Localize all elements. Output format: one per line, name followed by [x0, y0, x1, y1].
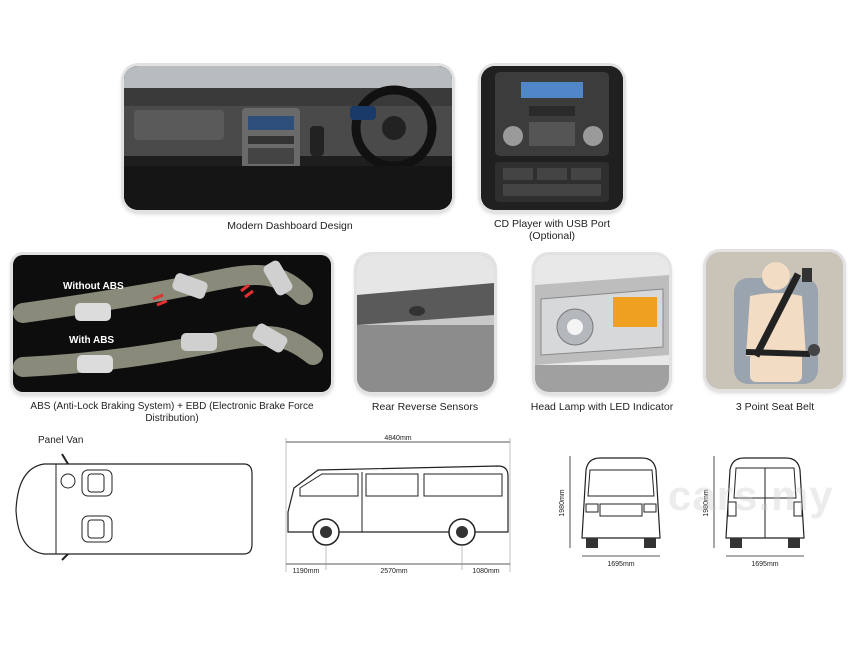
- rear-width-label: 1695mm: [751, 561, 778, 568]
- seat-belt-illustration: [706, 252, 843, 389]
- front-view-diagram: 1980mm 1695mm: [559, 456, 661, 568]
- head-lamp-caption: Head Lamp with LED Indicator: [530, 401, 674, 413]
- dashboard-caption: Modern Dashboard Design: [227, 220, 353, 232]
- head-lamp-photo: [535, 255, 669, 392]
- reverse-sensors-photo: [357, 255, 494, 392]
- abs-illustration: [13, 260, 323, 377]
- without-abs-label: Without ABS: [63, 281, 124, 292]
- wheelbase-label: 2570mm: [380, 568, 407, 575]
- rear-view-diagram: 1980mm 1695mm: [703, 456, 805, 568]
- reverse-sensors-caption: Rear Reverse Sensors: [371, 401, 479, 413]
- cd-player-caption-line2: (Optional): [528, 230, 576, 242]
- with-abs-label: With ABS: [69, 335, 115, 346]
- seat-belt-photo: [706, 252, 843, 389]
- panel-van-label: Panel Van: [38, 435, 84, 446]
- top-view-diagram: [15, 453, 253, 561]
- cd-player-caption-line1: CD Player with USB Port: [493, 218, 611, 230]
- abs-panel: Without ABS With ABS: [13, 255, 331, 392]
- rear-overhang-label: 1080mm: [472, 568, 499, 575]
- reverse-sensors-illustration: [357, 255, 494, 392]
- dashboard-photo: [124, 66, 452, 210]
- seat-belt-caption: 3 Point Seat Belt: [735, 401, 815, 413]
- front-width-label: 1695mm: [607, 561, 634, 568]
- overall-length-label: 4840mm: [384, 435, 411, 442]
- head-lamp-illustration: [535, 255, 669, 392]
- rear-height-label: 1980mm: [703, 489, 710, 516]
- front-overhang-label: 1190mm: [293, 568, 320, 575]
- cd-player-photo: [481, 66, 623, 210]
- side-view-diagram: 4840mm 1190mm 2570mm 1080mm: [285, 435, 511, 575]
- front-height-label: 1980mm: [559, 489, 566, 516]
- abs-caption: ABS (Anti-Lock Braking System) + EBD (El…: [30, 401, 314, 424]
- cd-player-illustration: [481, 66, 623, 210]
- dashboard-illustration: [124, 66, 452, 210]
- site-watermark: cars.my: [668, 472, 834, 519]
